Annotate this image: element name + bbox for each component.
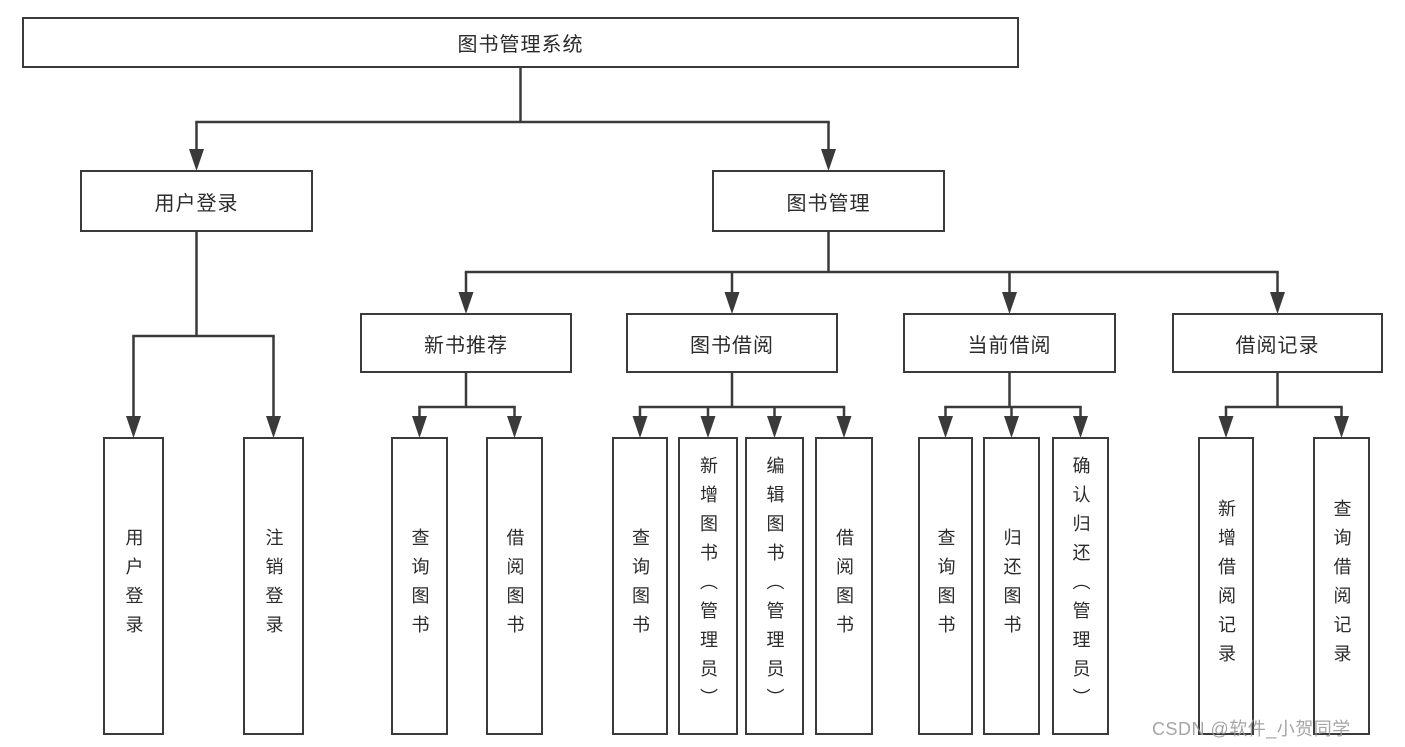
leaf-label: 归还图书 (1001, 528, 1022, 644)
csdn-watermark: CSDN @软件_小贺同学 (1152, 719, 1351, 739)
leaf-query-borrow-record: 查询借阅记录 (1313, 437, 1370, 735)
node-user-login: 用户登录 (80, 170, 313, 232)
leaf-query-books-current: 查询图书 (918, 437, 973, 735)
leaf-label: 查询借阅记录 (1331, 499, 1352, 673)
leaf-label: 新增借阅记录 (1216, 499, 1236, 673)
leaf-add-borrow-record: 新增借阅记录 (1198, 437, 1254, 735)
leaf-label: 查询图书 (630, 528, 650, 644)
node-label: 借阅记录 (1235, 334, 1320, 357)
leaf-query-books-recommend: 查询图书 (391, 437, 448, 735)
node-label: 图书借阅 (690, 334, 774, 357)
leaf-add-book-admin: 新增图书（管理员） (678, 437, 738, 735)
node-label: 图书管理系统 (457, 34, 584, 56)
node-book-management-system: 图书管理系统 (22, 17, 1019, 68)
leaf-user-login: 用户登录 (103, 437, 164, 735)
leaf-label: 确认归还（管理员） (1070, 455, 1091, 717)
node-label: 当前借阅 (967, 334, 1052, 357)
leaf-label: 用户登录 (123, 528, 144, 644)
node-new-book-recommend: 新书推荐 (360, 313, 572, 373)
leaf-label: 编辑图书（管理员） (764, 455, 785, 717)
leaf-logout: 注销登录 (243, 437, 304, 735)
leaf-confirm-return-admin: 确认归还（管理员） (1052, 437, 1109, 735)
node-book-borrowing: 图书借阅 (626, 313, 838, 373)
node-label: 图书管理 (786, 192, 871, 215)
leaf-label: 查询图书 (409, 528, 430, 644)
leaf-edit-book-admin: 编辑图书（管理员） (745, 437, 804, 735)
leaf-label: 新增图书（管理员） (698, 455, 718, 717)
leaf-label: 借阅图书 (504, 528, 525, 644)
node-label: 新书推荐 (424, 334, 508, 357)
node-book-management: 图书管理 (712, 170, 945, 232)
leaf-label: 查询图书 (935, 528, 956, 644)
leaf-return-books: 归还图书 (983, 437, 1040, 735)
leaf-borrow-books-borrowing: 借阅图书 (815, 437, 873, 735)
node-current-borrowing: 当前借阅 (903, 313, 1116, 373)
leaf-query-books-borrowing: 查询图书 (612, 437, 668, 735)
node-borrowing-records: 借阅记录 (1172, 313, 1383, 373)
leaf-borrow-books-recommend: 借阅图书 (486, 437, 543, 735)
leaf-label: 注销登录 (263, 528, 284, 644)
leaf-label: 借阅图书 (834, 528, 854, 644)
node-label: 用户登录 (154, 192, 239, 215)
